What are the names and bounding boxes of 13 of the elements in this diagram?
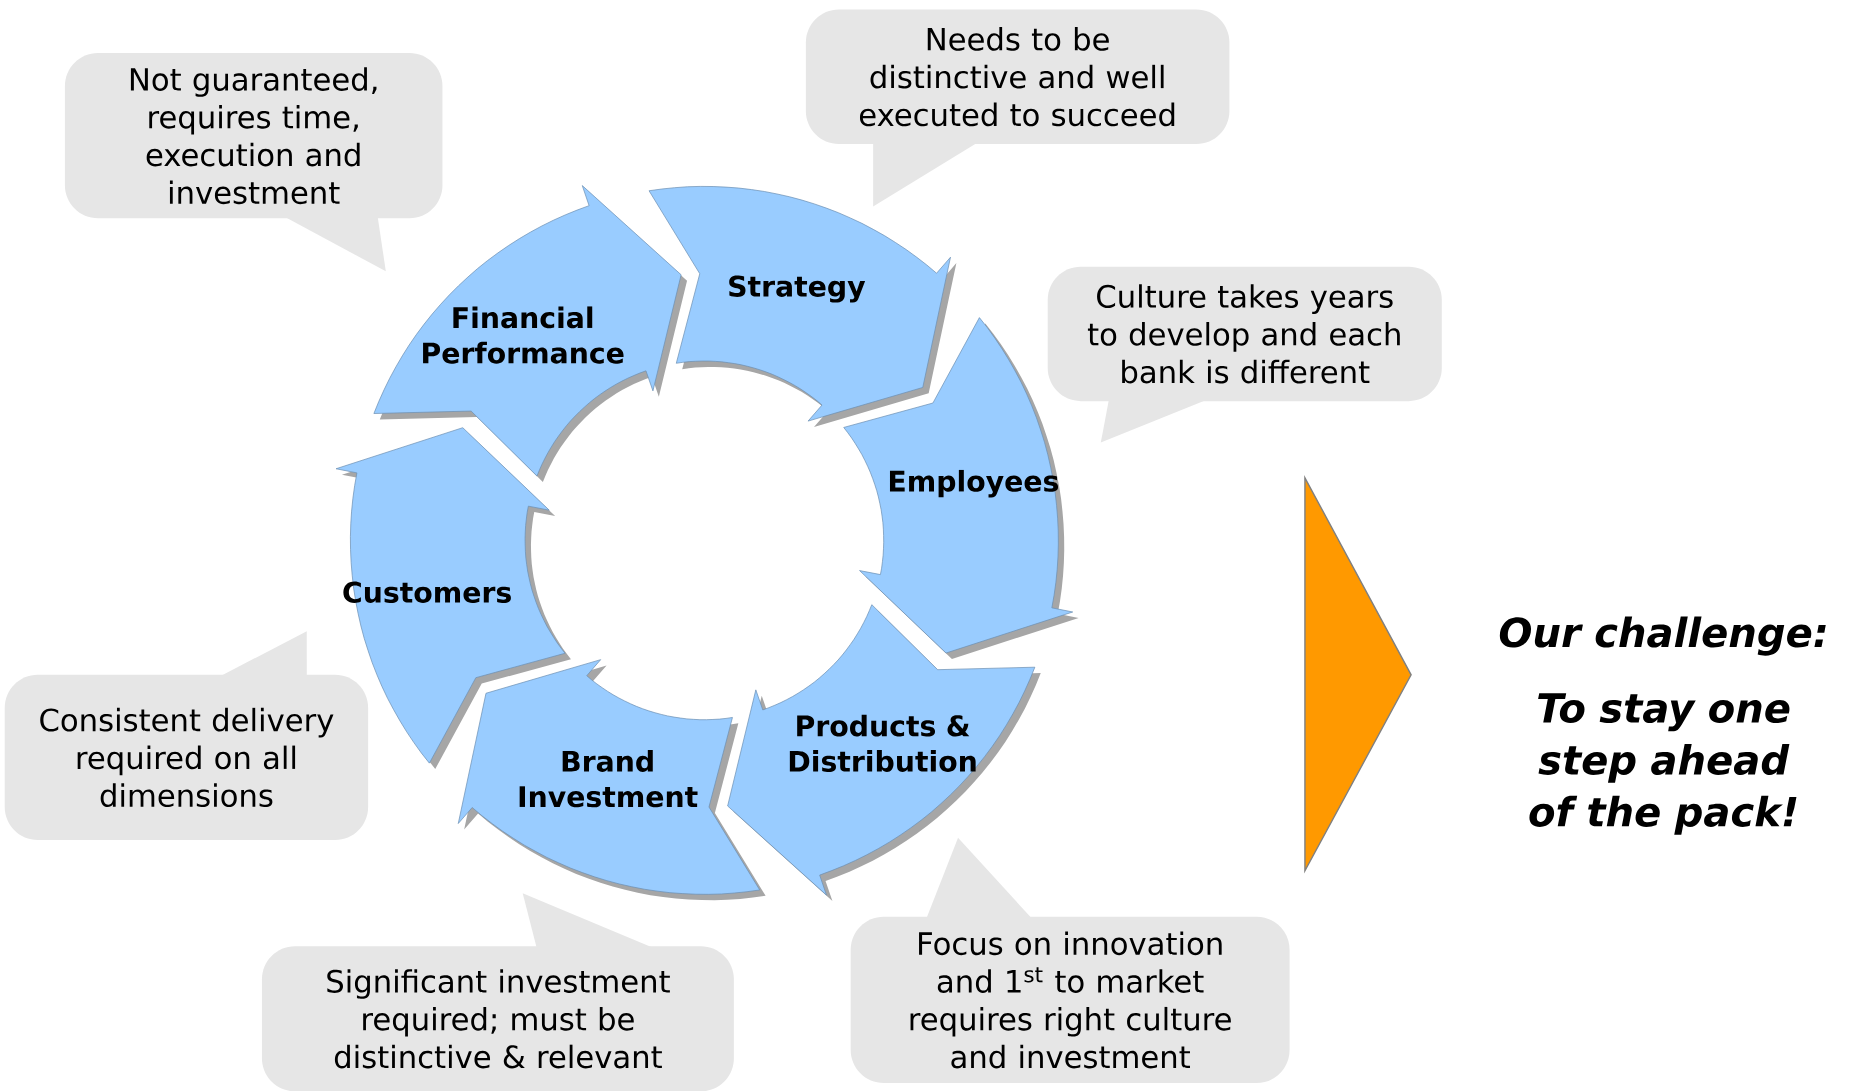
challenge-text: Our challenge: To stay one step ahead of the pack! xyxy=(1499,616,1826,835)
segment-label: Employees xyxy=(890,469,1059,498)
segment-label: Customers xyxy=(343,581,511,603)
speech-bubble: Not guaranteed, requires time, execution and investment xyxy=(64,52,443,272)
speech-bubble: Significant investment required; must be distinctive & relevant xyxy=(261,892,734,1091)
speech-bubble: Focus on innovation and 1$^{st}$ to market requires right culture and investment xyxy=(850,837,1290,1083)
segment-label: Products & Distribution xyxy=(789,714,976,772)
speech-bubble: Culture takes years to develop and each bank is different xyxy=(1047,266,1442,443)
speech-bubble: Consistent delivery required on all dimensions xyxy=(4,631,369,840)
segment-label: Strategy xyxy=(729,275,866,303)
segment-label: Brand Investment xyxy=(519,749,698,808)
speech-bubble: Needs to be distinctive and well executed to succeed xyxy=(805,9,1230,207)
segment-label: Financial Performance xyxy=(423,306,624,364)
